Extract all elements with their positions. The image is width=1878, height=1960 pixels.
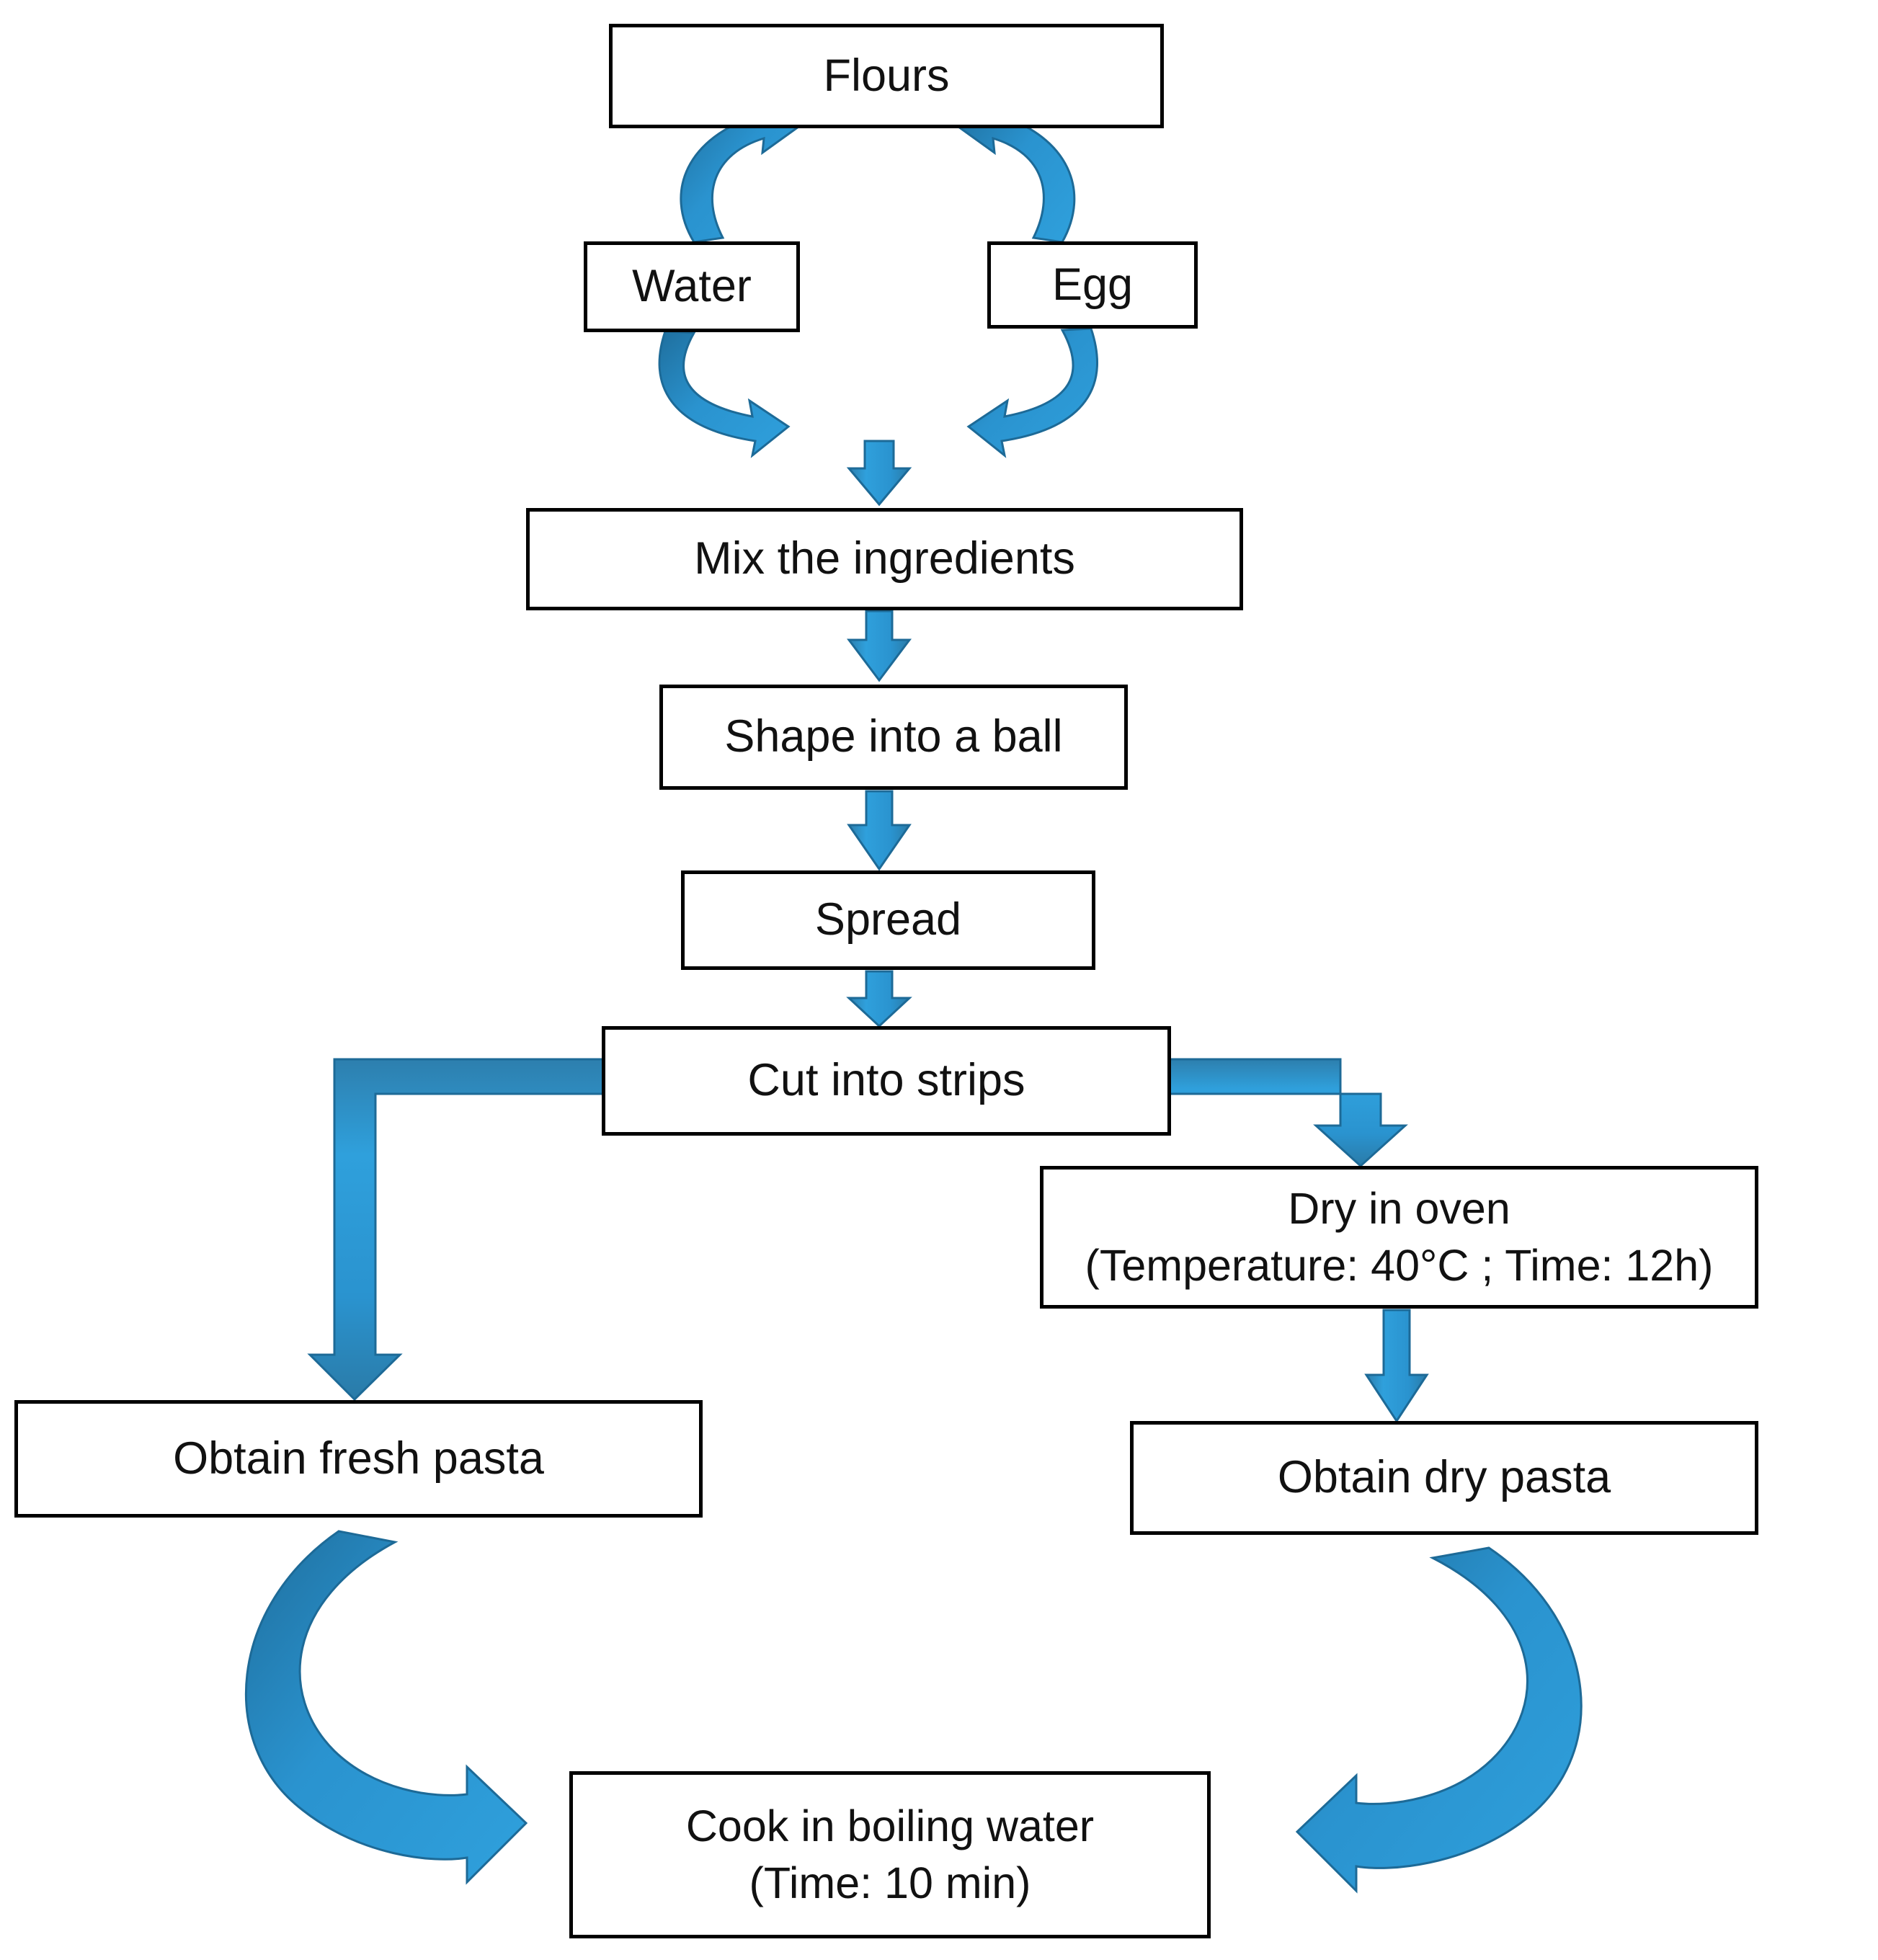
node-mix-ingredients-label: Mix the ingredients [694,533,1075,584]
arrow-shape-to-spread [847,790,912,871]
arrow-cut-to-fresh-pasta [307,1058,605,1402]
arrow-mix-to-shape [847,610,912,682]
node-obtain-dry-pasta[interactable]: Obtain dry pasta [1130,1421,1758,1535]
arrow-dry-oven-to-dry-pasta [1364,1309,1429,1423]
node-spread-label: Spread [814,894,962,945]
node-shape-into-ball-label: Shape into a ball [724,711,1063,762]
node-spread[interactable]: Spread [681,870,1095,970]
node-water[interactable]: Water [584,241,800,332]
node-cut-into-strips-label: Cut into strips [747,1055,1025,1106]
arrow-spread-to-cut [846,970,912,1028]
node-dry-in-oven-line1: Dry in oven [1288,1183,1510,1233]
node-egg-label: Egg [1051,259,1134,310]
node-obtain-fresh-pasta[interactable]: Obtain fresh pasta [14,1400,703,1518]
node-cook-in-boiling-water[interactable]: Cook in boiling water (Time: 10 min) [569,1771,1211,1938]
arrow-fresh-pasta-to-cook [244,1530,528,1885]
node-egg[interactable]: Egg [987,241,1198,329]
arrow-egg-to-mix [966,327,1098,458]
node-water-label: Water [632,261,752,312]
node-obtain-fresh-pasta-label: Obtain fresh pasta [173,1433,544,1484]
arrow-flours-to-mix [846,440,912,507]
node-cook-in-boiling-water-line2: (Time: 10 min) [749,1858,1031,1907]
arrow-cut-to-dry-oven [1167,1058,1408,1168]
arrow-dry-pasta-to-cook [1295,1546,1583,1894]
node-shape-into-ball[interactable]: Shape into a ball [659,685,1128,790]
node-mix-ingredients[interactable]: Mix the ingredients [526,508,1243,610]
node-dry-in-oven-line2: (Temperature: 40°C ; Time: 12h) [1085,1241,1714,1290]
node-cook-in-boiling-water-line1: Cook in boiling water [685,1801,1095,1850]
node-dry-in-oven[interactable]: Dry in oven (Temperature: 40°C ; Time: 1… [1040,1166,1758,1309]
node-cut-into-strips[interactable]: Cut into strips [602,1026,1171,1136]
node-obtain-dry-pasta-label: Obtain dry pasta [1277,1452,1611,1503]
node-flours[interactable]: Flours [609,24,1164,128]
arrow-water-to-mix [658,330,791,458]
node-flours-label: Flours [823,50,950,101]
